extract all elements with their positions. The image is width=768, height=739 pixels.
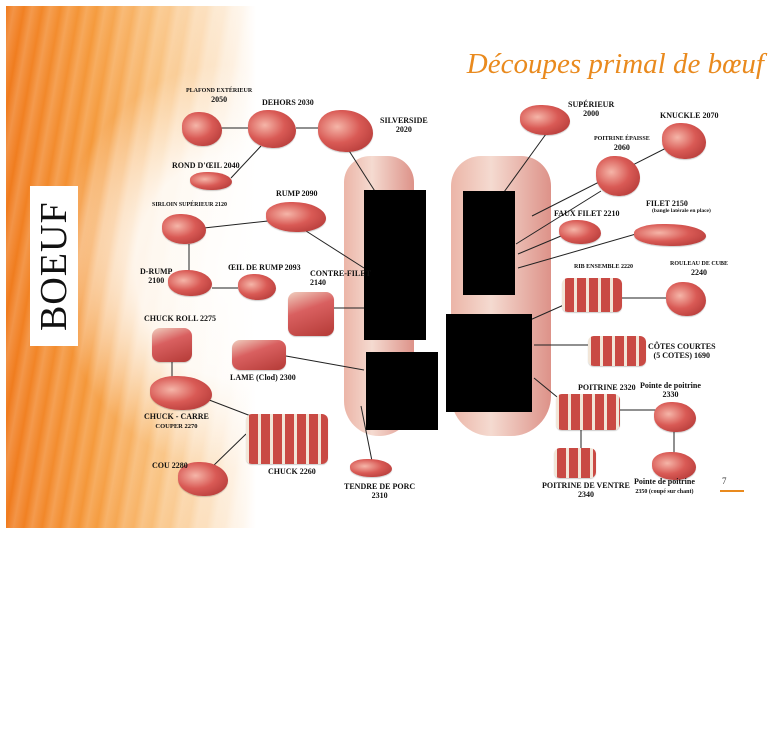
cotes-courtes-cut-image	[588, 336, 646, 366]
label-oeil-rump: ŒIL DE RUMP 2093	[228, 263, 301, 272]
poitrine-cut-image	[556, 394, 620, 430]
label-rond: ROND D'ŒIL 2040	[172, 161, 240, 170]
rib-ensemble-cut-image	[562, 278, 622, 312]
knuckle-cut-image	[662, 123, 706, 159]
cou-cut-image	[178, 462, 228, 496]
rouleau-cut-image	[666, 282, 706, 316]
superieur-cut-image	[520, 105, 570, 135]
slide: BOEUF Découpes primal de bœuf	[6, 6, 768, 528]
page-number: 7	[722, 476, 727, 486]
drump-cut-image	[168, 270, 212, 296]
label-chuck-roll: CHUCK ROLL 2275	[144, 314, 217, 323]
page-number-underline	[720, 490, 744, 492]
label-lame: LAME (Clod) 2300	[230, 373, 296, 382]
label-cotes-courtes: CÔTES COURTES(5 COTES) 1690	[648, 342, 716, 361]
pointe-poitrine-cut-image	[654, 402, 696, 432]
brand-box	[30, 186, 78, 346]
redaction-block	[463, 191, 515, 295]
redaction-block	[364, 190, 426, 340]
label-chuck: CHUCK 2260	[268, 467, 316, 476]
tendre-cut-image	[350, 459, 392, 477]
rump-cut-image	[266, 202, 326, 232]
label-sirloin: SIRLOIN SUPÉRIEUR 2120	[152, 202, 228, 208]
page-title: Découpes primal de bœuf	[466, 48, 764, 80]
chuck-carre-cut-image	[150, 376, 212, 410]
filet-cut-image	[634, 224, 706, 246]
chuck-cut-image	[246, 414, 328, 464]
silverside-cut-image	[318, 110, 373, 152]
label-filet: FILET 2150(bangle latérale en place)	[646, 199, 711, 215]
label-rib: RIB ENSEMBLE 2220	[574, 264, 634, 270]
label-faux-filet: FAUX FILET 2210	[554, 209, 620, 218]
label-dehors: DEHORS 2030	[262, 98, 314, 107]
pointe-poitrine-chant-cut-image	[652, 452, 696, 480]
lame-cut-image	[232, 340, 286, 370]
label-poitrine: POITRINE 2320	[578, 383, 636, 392]
label-cou: COU 2280	[152, 461, 188, 470]
poitrine-ventre-cut-image	[554, 448, 596, 478]
plafond-cut-image	[182, 112, 222, 146]
redaction-block	[366, 352, 438, 430]
oeil-rump-cut-image	[238, 274, 276, 300]
poitrine-epaisse-cut-image	[596, 156, 640, 196]
faux-filet-cut-image	[559, 220, 601, 244]
chuck-roll-cut-image	[152, 328, 192, 362]
dehors-cut-image	[248, 110, 296, 148]
label-knuckle: KNUCKLE 2070	[660, 111, 719, 120]
label-rump: RUMP 2090	[276, 189, 318, 198]
contre-filet-cut-image	[288, 292, 334, 336]
rond-cut-image	[190, 172, 232, 190]
redaction-block	[446, 314, 532, 412]
sirloin-cut-image	[162, 214, 206, 244]
